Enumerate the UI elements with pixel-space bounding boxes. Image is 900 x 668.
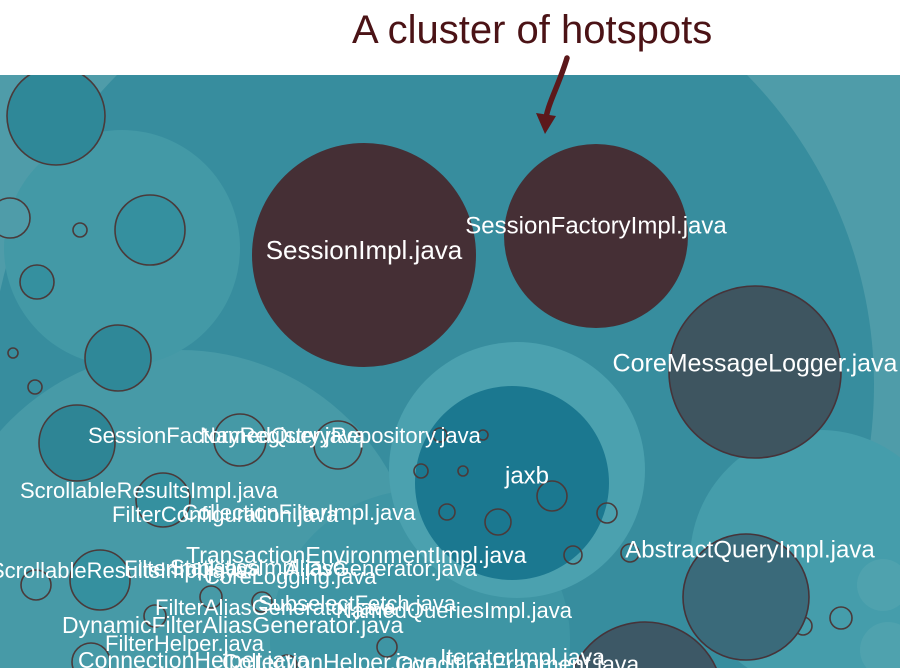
outlined-circle bbox=[620, 543, 640, 563]
file-label: FilterConfiguration.java bbox=[112, 502, 339, 527]
outlined-circle bbox=[563, 545, 583, 565]
outlined-circle bbox=[69, 549, 131, 611]
hotspot-circle-SessionImpl.java bbox=[252, 143, 476, 367]
file-label: ConnectionHelper.java bbox=[78, 647, 310, 668]
outlined-circle bbox=[6, 75, 106, 166]
outlined-circle bbox=[438, 503, 456, 521]
chart-title: A cluster of hotspots bbox=[352, 8, 713, 52]
file-label: FilterHelper.java bbox=[105, 631, 265, 656]
outlined-circle bbox=[19, 264, 55, 300]
outlined-circle bbox=[413, 463, 429, 479]
file-label: NamedQueryRepository.java bbox=[200, 423, 482, 448]
outlined-circle bbox=[38, 404, 116, 482]
outlined-circle bbox=[27, 379, 43, 395]
file-label: StatisticsImpl.java bbox=[170, 555, 347, 580]
outlined-circle bbox=[484, 508, 512, 536]
outlined-circle bbox=[477, 429, 489, 441]
hotspot-circle-SessionFactoryImpl.java bbox=[504, 144, 688, 328]
outlined-circle bbox=[114, 194, 186, 266]
outlined-circle bbox=[376, 636, 398, 658]
hotspot-circle bbox=[572, 621, 718, 668]
file-label: SessionFactoryImpl.java bbox=[465, 212, 727, 239]
file-label: ScrollableResultsImpl.java bbox=[20, 478, 279, 503]
outlined-circle bbox=[432, 427, 448, 443]
file-label: ConditionFragment.java bbox=[395, 651, 639, 668]
outlined-circle bbox=[84, 324, 152, 392]
outlined-circle bbox=[313, 420, 363, 470]
outlined-circle bbox=[143, 604, 167, 628]
outlined-circle bbox=[0, 197, 31, 239]
file-label: jaxb bbox=[504, 462, 549, 489]
file-label: DynamicFilterAliasGenerator.java bbox=[62, 612, 404, 638]
file-label: CollectionFilterImpl.java bbox=[182, 500, 416, 525]
outlined-circle bbox=[276, 654, 298, 668]
outlined-circle bbox=[72, 222, 88, 238]
outlined-circle bbox=[596, 502, 618, 524]
bubble-chart-canvas: SessionImpl.javaSessionFactoryImpl.javaC… bbox=[0, 75, 900, 668]
outlined-circle bbox=[251, 591, 273, 613]
hotspot-circle-CoreMessageLogger.java bbox=[668, 285, 842, 459]
hotspot-circle bbox=[682, 533, 810, 661]
bg-circle bbox=[860, 622, 900, 668]
file-label: SubselectFetch.java bbox=[258, 591, 457, 616]
file-label: TransactionEnvironmentImpl.java bbox=[186, 542, 527, 568]
file-label: CollectionHelper.java bbox=[222, 649, 438, 668]
outlined-circle bbox=[20, 569, 52, 601]
outlined-circle bbox=[199, 585, 223, 609]
file-label: NamedQueriesImpl.java bbox=[336, 598, 573, 623]
file-label: CoreMessageLogger.java bbox=[613, 350, 898, 378]
outlined-circle bbox=[135, 472, 191, 528]
outlined-circle bbox=[457, 465, 469, 477]
outlined-circle bbox=[71, 642, 111, 668]
file-label: AliasGenerator.java bbox=[285, 556, 478, 581]
outlined-circle bbox=[829, 606, 853, 630]
file-label: FilterAliasGenerator.java bbox=[155, 595, 397, 620]
outlined-circle bbox=[536, 480, 568, 512]
outlined-circle bbox=[213, 413, 267, 467]
file-label: IteratorImpl.java bbox=[440, 644, 605, 668]
file-label: AbstractQueryImpl.java bbox=[625, 536, 875, 563]
file-label: FilterImpl.java bbox=[124, 556, 262, 581]
title-band: A cluster of hotspots bbox=[0, 0, 900, 75]
file-label: SessionFactoryRegistry.java bbox=[88, 423, 366, 448]
file-label: CoreLogging.java bbox=[204, 564, 377, 589]
bg-circle bbox=[415, 386, 609, 580]
bg-circle bbox=[857, 559, 900, 611]
outlined-circle bbox=[7, 347, 19, 359]
file-label: SessionImpl.java bbox=[266, 235, 463, 265]
file-label: ScrollableResultsImpl.java bbox=[0, 558, 249, 583]
